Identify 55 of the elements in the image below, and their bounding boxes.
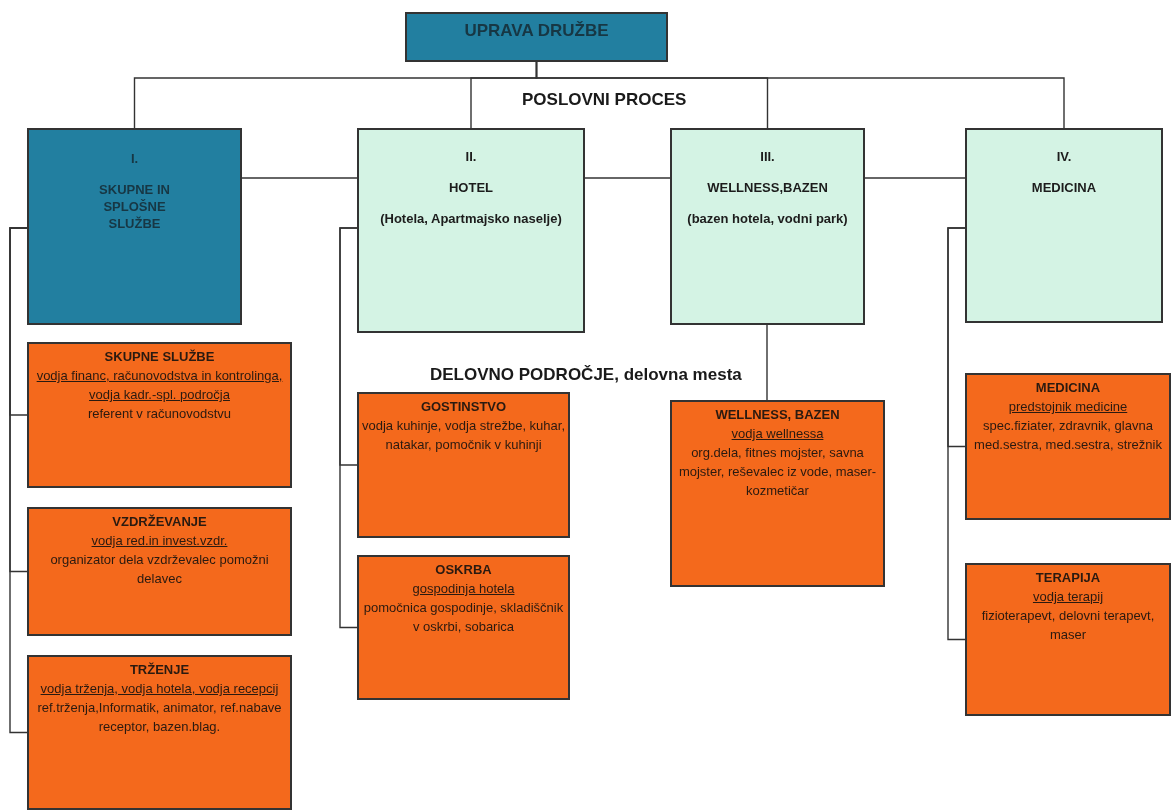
box-text: fizioterapevt, delovni terapevt, maser bbox=[980, 607, 1156, 644]
box-text: WELLNESS,BAZEN bbox=[707, 179, 828, 196]
connector-line bbox=[241, 177, 358, 179]
box-heading: III. bbox=[760, 148, 775, 165]
box-heading: IV. bbox=[1056, 148, 1072, 165]
box-text: (bazen hotela, vodni park) bbox=[687, 210, 848, 227]
connector-line bbox=[535, 61, 1065, 129]
department-box bbox=[965, 373, 1171, 520]
department-box bbox=[357, 555, 570, 700]
connector-line bbox=[766, 324, 768, 401]
connector-line bbox=[339, 227, 358, 629]
department-box bbox=[27, 342, 292, 488]
box-heading: VZDRŽEVANJE bbox=[112, 513, 207, 531]
box-text: spec.fiziater, zdravnik, glavna med.sestra, med.sestra, strežnik bbox=[973, 417, 1163, 454]
box-text: MEDICINA bbox=[1031, 179, 1097, 196]
manager-text: vodja red.in invest.vzdr. bbox=[91, 532, 228, 550]
unit-box bbox=[357, 128, 585, 333]
manager-text: predstojnik medicine bbox=[1008, 398, 1128, 416]
box-text: ref.trženja,Informatik, animator, ref.nabave receptor, bazen.blag. bbox=[36, 699, 283, 736]
unit-box bbox=[965, 128, 1163, 323]
connector-line bbox=[584, 177, 671, 179]
section-label: DELOVNO PODROČJE, delovna mesta bbox=[428, 365, 744, 385]
box-heading: UPRAVA DRUŽBE bbox=[464, 21, 609, 39]
box-text: SKUPNE IN SPLOŠNE SLUŽBE bbox=[98, 181, 171, 232]
box-heading: II. bbox=[465, 148, 477, 165]
manager-text: vodja terapij bbox=[1032, 588, 1104, 606]
box-heading: GOSTINSTVO bbox=[420, 398, 507, 416]
connector-line bbox=[9, 227, 28, 734]
box-text: referent v računovodstvu bbox=[87, 405, 232, 423]
department-box bbox=[27, 507, 292, 636]
box-heading: MEDICINA bbox=[1035, 379, 1101, 397]
unit-box bbox=[670, 128, 865, 325]
department-box bbox=[357, 392, 570, 538]
box-text: (Hotela, Apartmajsko naselje) bbox=[380, 210, 562, 227]
department-box bbox=[27, 655, 292, 810]
box-heading: TERAPIJA bbox=[1035, 569, 1101, 587]
box-heading: SKUPNE SLUŽBE bbox=[104, 348, 215, 366]
box-text: organizator dela vzdrževalec pomožni delavec bbox=[49, 551, 270, 588]
box-text: org.dela, fitnes mojster, savna mojster, reševalec iz vode, maser- kozmetičar bbox=[677, 444, 878, 500]
box-text: vodja kuhinje, vodja strežbe, kuhar, natakar, pomočnik v kuhinji bbox=[361, 417, 566, 454]
connector-line bbox=[947, 227, 966, 641]
box-heading: TRŽENJE bbox=[129, 661, 190, 679]
box-heading: OSKRBA bbox=[435, 561, 492, 579]
department-box bbox=[670, 400, 885, 587]
box-text: HOTEL bbox=[448, 179, 494, 196]
management-box bbox=[405, 12, 668, 62]
manager-text: gospodinja hotela bbox=[412, 580, 515, 598]
box-text: pomočnica gospodinje, skladiščnik v oskrbi, sobarica bbox=[362, 599, 565, 636]
unit-box bbox=[27, 128, 242, 325]
connector-line bbox=[864, 177, 966, 179]
box-heading: I. bbox=[130, 150, 139, 167]
manager-text: vodja wellnessa bbox=[731, 425, 824, 443]
box-heading: WELLNESS, BAZEN bbox=[715, 406, 840, 424]
department-box bbox=[965, 563, 1171, 716]
manager-text: vodja trženja, vodja hotela, vodja recepcij bbox=[40, 680, 279, 698]
